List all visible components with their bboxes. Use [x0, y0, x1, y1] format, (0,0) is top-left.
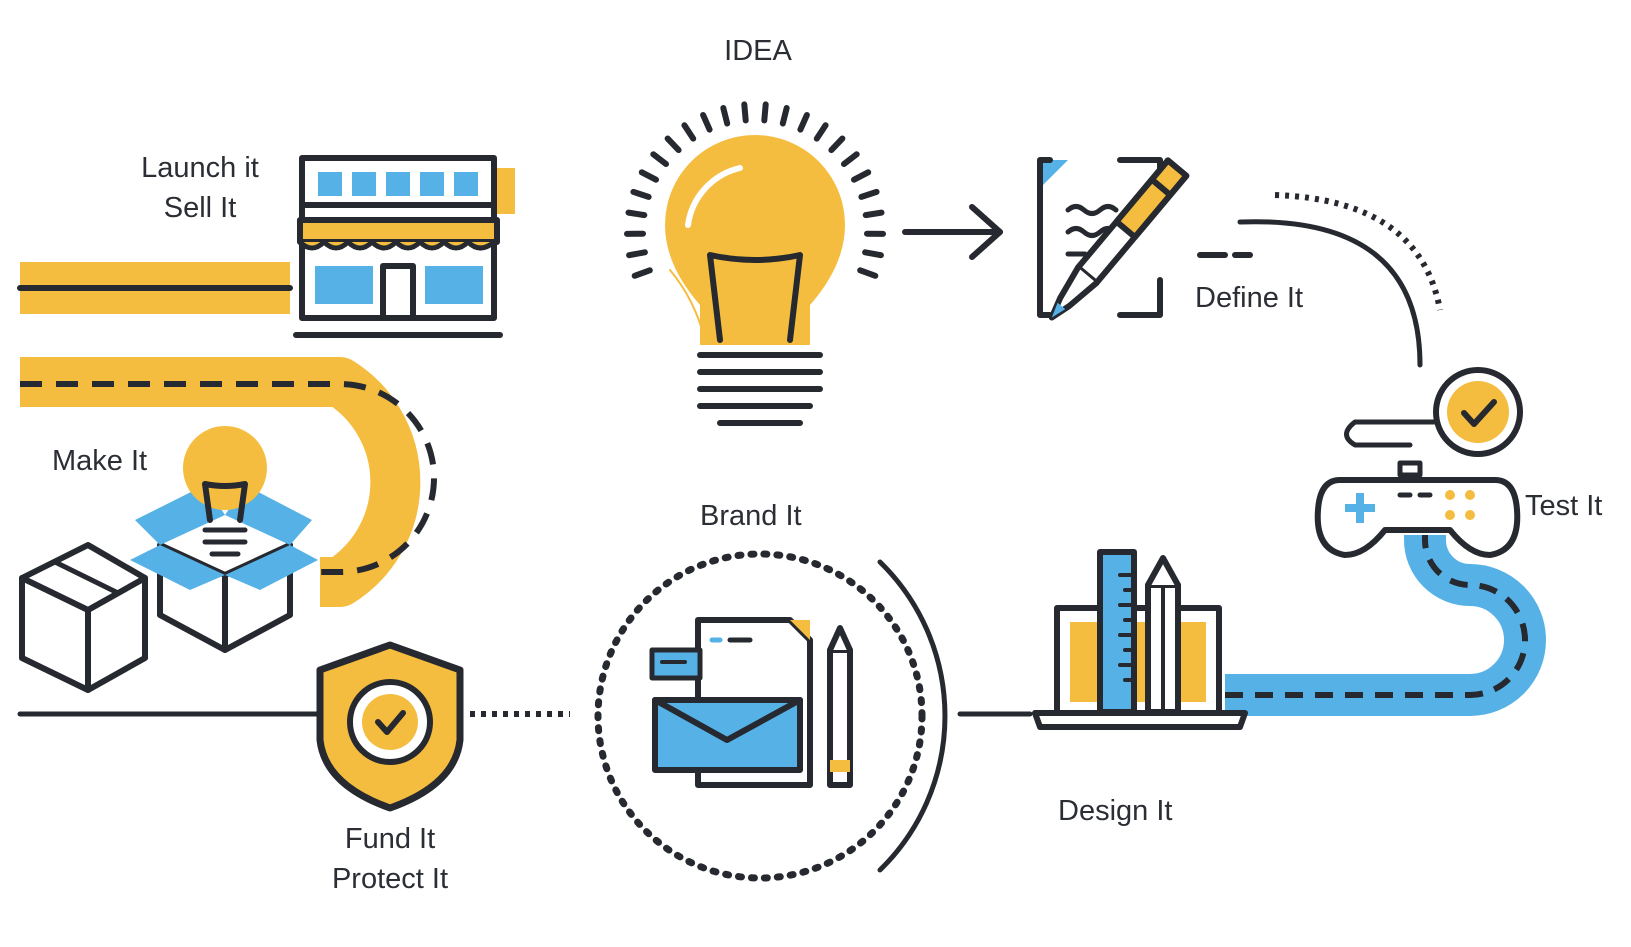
lightbulb-ray — [862, 249, 884, 259]
closed-box-icon — [19, 542, 148, 693]
define-node: Define It — [1037, 157, 1303, 321]
test-to-design-road — [1225, 519, 1546, 716]
design-node: Design It — [1032, 549, 1248, 827]
lightbulb-ray — [857, 267, 879, 279]
lightbulb-ray — [851, 169, 872, 183]
lightbulb-ray — [625, 209, 648, 219]
lightbulb-ray — [813, 122, 829, 142]
laptop-ruler-pencil-icon — [1032, 549, 1248, 730]
make-node: Make It — [19, 426, 318, 693]
launch-label: Launch it — [141, 152, 259, 184]
box-lightbulb-icon — [130, 426, 318, 653]
lightbulb-ray — [828, 135, 846, 154]
lightbulb-ray — [761, 101, 769, 124]
lightbulb-ray — [797, 112, 810, 133]
design-label: Design It — [1058, 795, 1172, 827]
launch-node: Launch it Sell It — [141, 152, 515, 338]
idea-node: IDEA — [624, 35, 886, 426]
fund-label: Fund It — [345, 823, 435, 855]
lightbulb-ray — [681, 122, 697, 142]
test-node: Test It — [1314, 367, 1602, 558]
document-pen-icon — [1037, 157, 1253, 321]
lightbulb-ray — [626, 249, 648, 259]
lightbulb-ray — [741, 101, 749, 124]
brand-label: Brand It — [700, 500, 802, 532]
lightbulb-ray — [862, 209, 885, 219]
fund-node: Fund It Protect It — [316, 641, 464, 895]
test-label: Test It — [1525, 490, 1602, 522]
lightbulb-ray — [664, 135, 682, 154]
lightbulb-ray — [858, 188, 880, 200]
protect-label: Protect It — [332, 863, 448, 895]
lightbulb-ray — [631, 267, 653, 279]
make-label: Make It — [52, 445, 147, 477]
make-path-road — [20, 357, 421, 607]
lightbulb-ray — [630, 188, 652, 200]
lightbulb-ray — [841, 151, 860, 167]
define-label: Define It — [1195, 282, 1303, 314]
envelope-documents-icon — [649, 617, 853, 788]
brand-node: Brand It — [594, 500, 948, 882]
shield-check-icon — [316, 641, 464, 812]
checkmark-circle-icon — [1344, 367, 1523, 457]
lightbulb-ray — [638, 169, 659, 183]
gamepad-icon — [1314, 460, 1521, 558]
idea-label: IDEA — [724, 35, 792, 67]
sell-label: Sell It — [164, 192, 237, 224]
lightbulb-ray — [779, 105, 790, 127]
lightbulb-ray — [700, 112, 713, 133]
storefront-icon — [293, 155, 515, 338]
define-to-test-curve — [1237, 219, 1423, 368]
lightbulb-icon — [624, 101, 886, 426]
arrow-right-icon — [902, 204, 1003, 260]
lightbulb-ray — [720, 105, 731, 127]
connectors — [17, 192, 1546, 717]
lightbulb-ray — [650, 151, 669, 167]
